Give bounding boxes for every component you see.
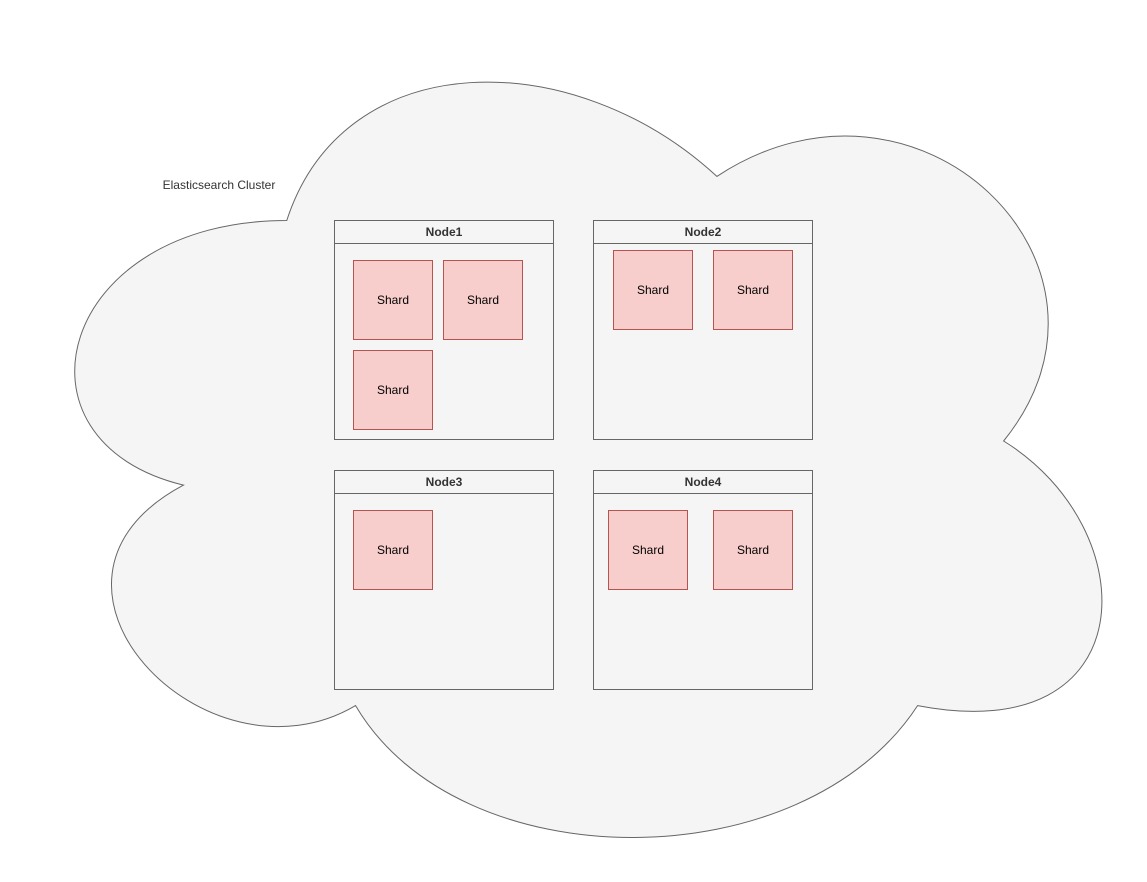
shard-box: Shard — [353, 350, 433, 430]
shard-box: Shard — [713, 510, 793, 590]
node-header: Node4 — [594, 471, 812, 494]
node-header: Node1 — [335, 221, 553, 244]
shard-box: Shard — [443, 260, 523, 340]
cluster-label: Elasticsearch Cluster — [162, 178, 276, 192]
node-header: Node3 — [335, 471, 553, 494]
shard-box: Shard — [353, 510, 433, 590]
node-box-node3: Node3 Shard — [334, 470, 554, 690]
shard-box: Shard — [613, 250, 693, 330]
shard-box: Shard — [713, 250, 793, 330]
node-box-node2: Node2 Shard Shard — [593, 220, 813, 440]
node-box-node4: Node4 Shard Shard — [593, 470, 813, 690]
node-box-node1: Node1 Shard Shard Shard — [334, 220, 554, 440]
cluster-cloud-shape — [74, 81, 1103, 839]
shard-box: Shard — [608, 510, 688, 590]
shard-box: Shard — [353, 260, 433, 340]
node-header: Node2 — [594, 221, 812, 244]
